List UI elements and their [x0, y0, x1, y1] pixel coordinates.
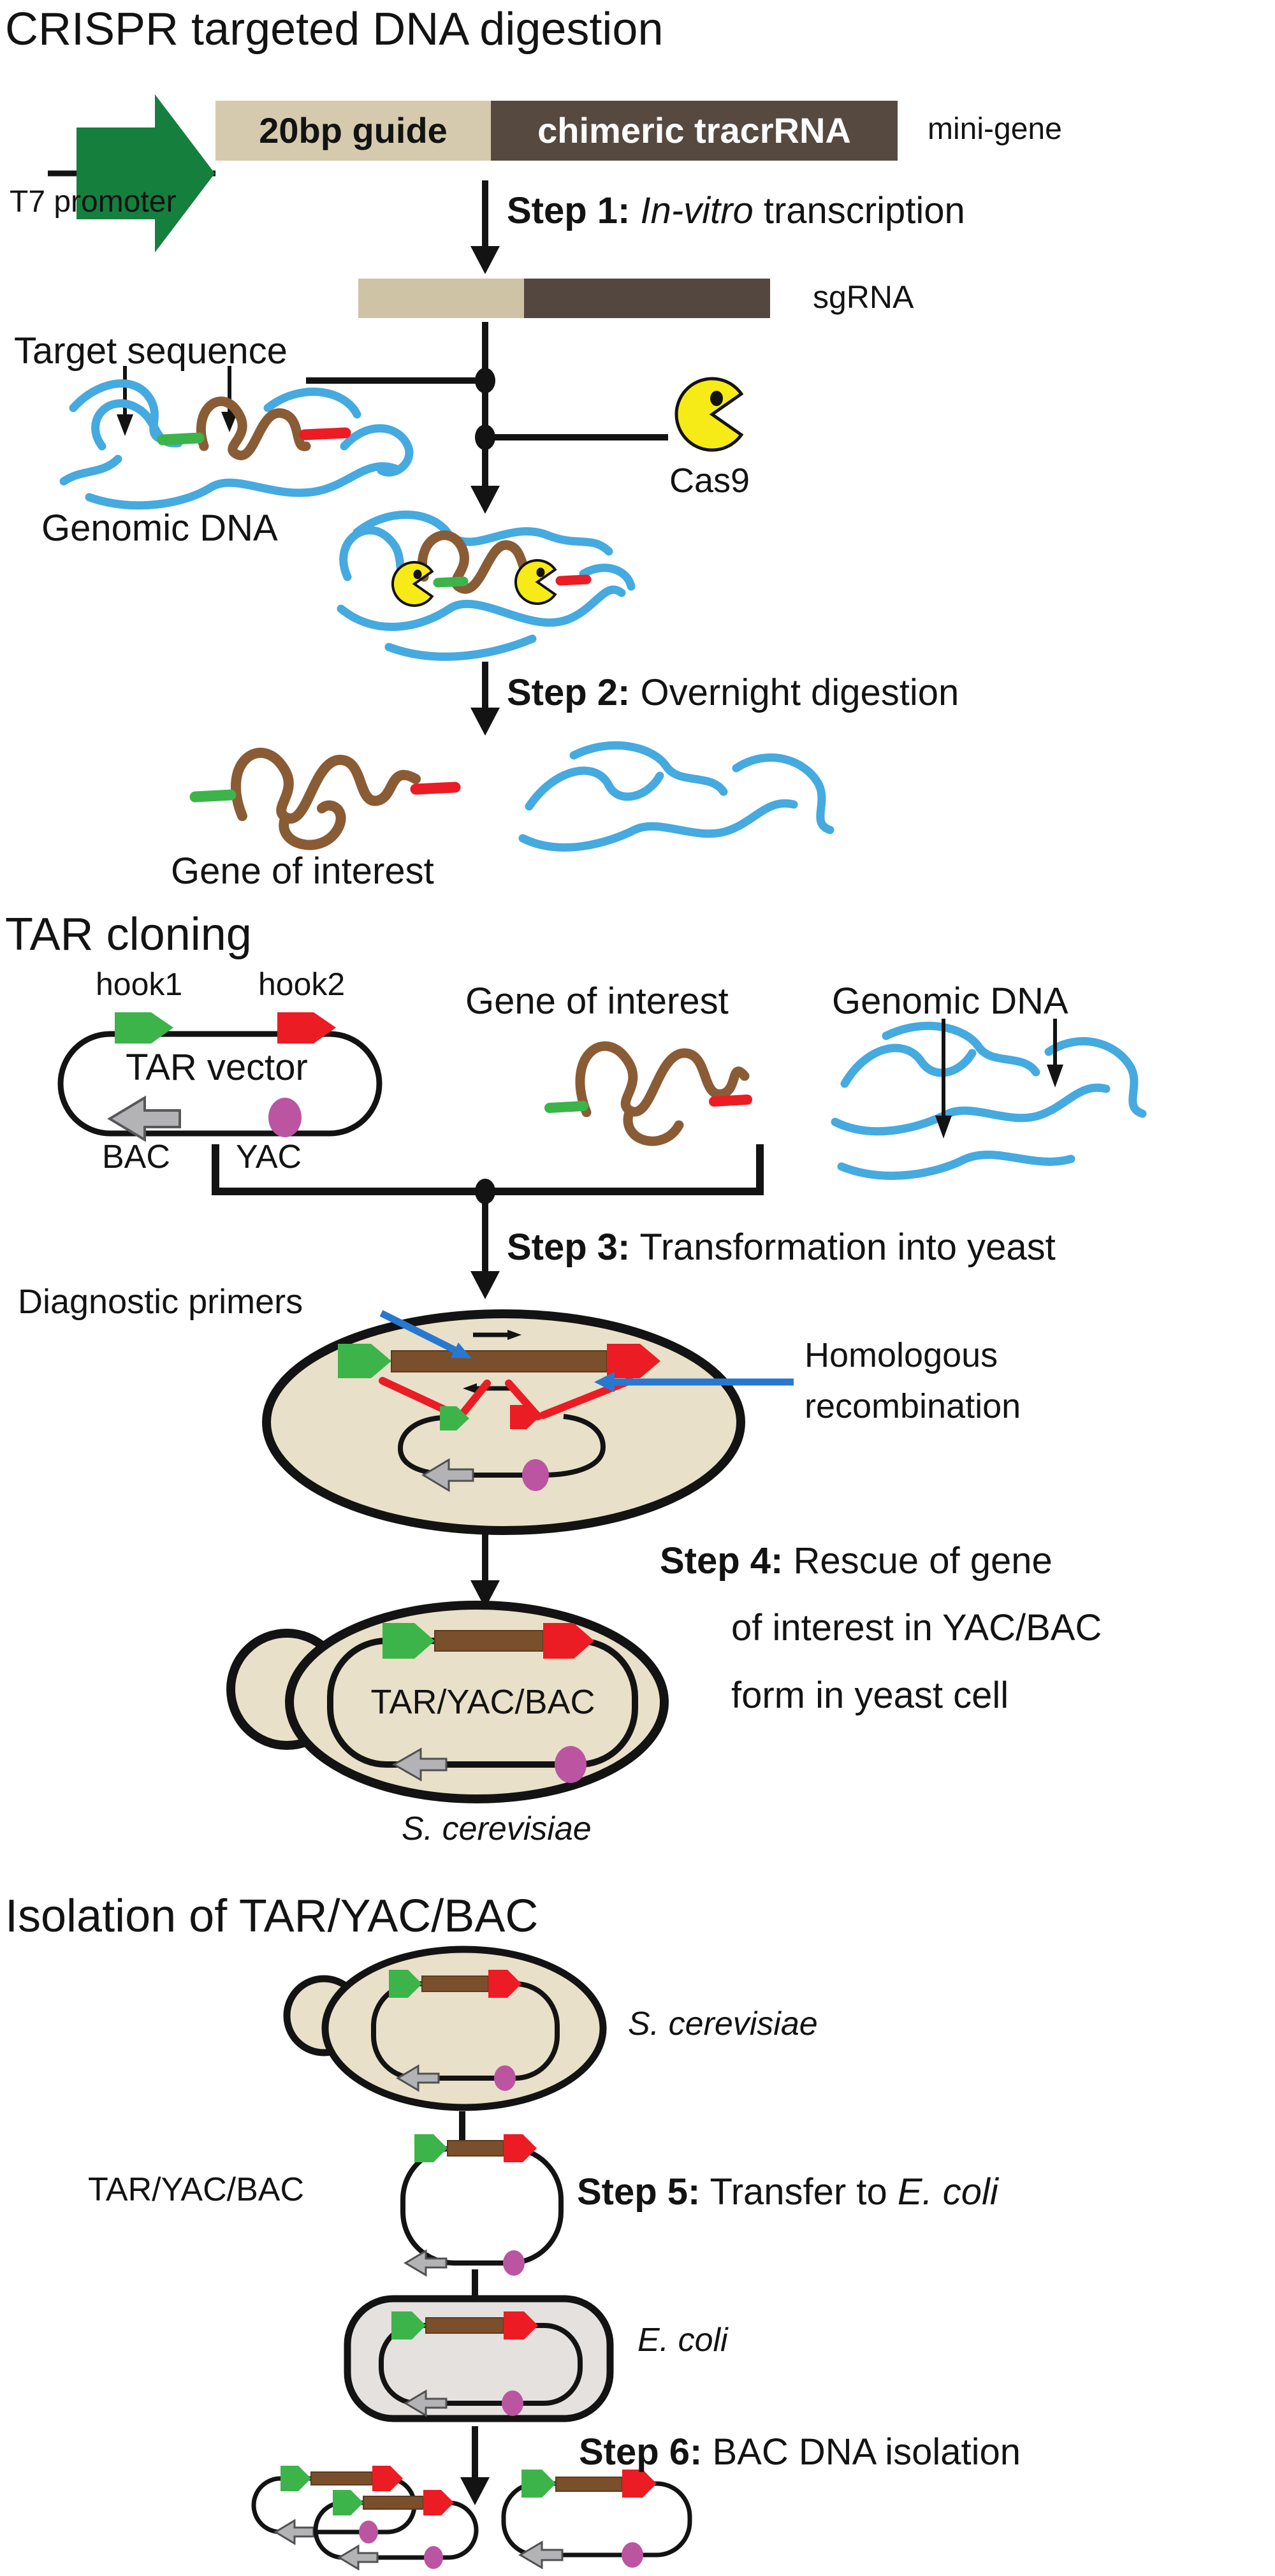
- tar-genomic-dna-icon: [831, 1021, 1147, 1180]
- section3-title: Isolation of TAR/YAC/BAC: [5, 1891, 539, 1942]
- gene-of-interest-icon: [189, 747, 461, 850]
- genomic-input-arrows-icon: [935, 1019, 1063, 1139]
- step4-rest1: Rescue of gene: [783, 1540, 1053, 1582]
- target-site-green: [157, 432, 205, 446]
- tar-gene-of-interest-label: Gene of interest: [465, 980, 729, 1022]
- bac-arrow-icon: [391, 1747, 448, 1782]
- yeast-cell-transformation-icon: [262, 1309, 745, 1535]
- hook2-icon: [277, 1012, 336, 1044]
- step2-arrow-icon: [470, 662, 500, 736]
- step3-junction: [212, 1144, 764, 1299]
- step5-label: Step 5: Transfer to E. coli: [577, 2172, 998, 2211]
- tar-genomic-dna-label: Genomic DNA: [832, 980, 1068, 1022]
- step2-rest: Overnight digestion: [630, 672, 959, 713]
- bac-arrow-icon: [421, 1458, 474, 1492]
- taryacbac-plasmid-label: TAR/YAC/BAC: [88, 2171, 305, 2208]
- step2-bold: Step 2:: [507, 672, 630, 713]
- guide-box: [215, 101, 491, 161]
- step4-arrow-icon: [470, 1534, 500, 1608]
- s-cerevisiae-label: S. cerevisiae: [402, 1810, 592, 1847]
- yac-dot-icon: [555, 1746, 586, 1783]
- cas9-icon: [674, 377, 744, 452]
- step6-label: Step 6: BAC DNA isolation: [579, 2433, 1021, 2471]
- yac-label: YAC: [236, 1139, 302, 1175]
- target-sequence-label: Target sequence: [14, 330, 288, 372]
- yeast-cell-small-icon: [283, 1946, 607, 2111]
- step3-rest: Transformation into yeast: [630, 1226, 1056, 1268]
- t7-promoter-label: T7 promoter: [10, 185, 177, 219]
- target-site-red: [299, 427, 351, 440]
- step2-label: Step 2: Overnight digestion: [507, 673, 959, 712]
- tracr-box-label: chimeric tracrRNA: [537, 110, 851, 151]
- step1-bold: Step 1:: [507, 190, 630, 231]
- step1-italic: In-vitro: [630, 190, 754, 231]
- step5-bold: Step 5:: [577, 2171, 701, 2213]
- mini-gene-construct: [48, 94, 898, 252]
- step5-italic: E. coli: [897, 2171, 998, 2213]
- diagnostic-primers-label: Diagnostic primers: [18, 1283, 303, 1321]
- taryacbac-inside-label: TAR/YAC/BAC: [370, 1683, 595, 1721]
- mixing-junction: [306, 322, 668, 514]
- isolated-bac-plasmids-icon: [251, 2466, 692, 2571]
- hook1-icon: [115, 1012, 173, 1044]
- homologous-recombination-pointer-icon: [594, 1372, 794, 1392]
- mini-gene-label: mini-gene: [928, 112, 1062, 146]
- step1-arrow-icon: [470, 180, 500, 274]
- step4-line2: of interest in YAC/BAC: [731, 1607, 1102, 1649]
- step6-arrow-icon: [460, 2426, 490, 2505]
- gene-tangle-icon: [196, 397, 311, 460]
- tar-gene-of-interest-icon: [544, 1041, 752, 1146]
- yac-dot-icon: [522, 1459, 549, 1491]
- homologous-label-line1: Homologous: [805, 1336, 998, 1374]
- step1-label: Step 1: In-vitro transcription: [507, 191, 965, 230]
- step3-bold: Step 3:: [507, 1226, 630, 1268]
- homologous-label-line2: recombination: [805, 1387, 1021, 1425]
- tar-vector-icon: [57, 1012, 382, 1142]
- step6-rest: BAC DNA isolation: [702, 2431, 1021, 2473]
- step4-line1: Step 4: Rescue of gene: [660, 1541, 1102, 1580]
- yac-dot-icon: [268, 1098, 302, 1137]
- section1-title: CRISPR targeted DNA digestion: [5, 4, 664, 55]
- digestion-complex-icon: [337, 511, 636, 661]
- section2-title: TAR cloning: [5, 909, 252, 960]
- tar-vector-label: TAR vector: [126, 1047, 308, 1088]
- digested-genomic-dna-icon: [518, 741, 834, 852]
- s-cerevisiae-small-label: S. cerevisiae: [628, 2005, 818, 2042]
- step5-rest: Transfer to: [700, 2171, 898, 2213]
- t7-promoter-arrow-icon: [76, 94, 215, 252]
- guide-box-label: 20bp guide: [259, 110, 448, 151]
- step1-rest: transcription: [753, 190, 965, 231]
- gene-of-interest-label: Gene of interest: [171, 850, 434, 892]
- bac-label: BAC: [102, 1139, 170, 1175]
- tracr-box: [491, 101, 898, 161]
- cas9-small-icon: [391, 559, 557, 607]
- step6-bold: Step 6:: [579, 2431, 703, 2473]
- genomic-dna-label: Genomic DNA: [41, 507, 278, 549]
- taryacbac-plasmid-icon: [400, 2134, 564, 2277]
- cas9-label: Cas9: [669, 462, 750, 500]
- hook1-label: hook1: [96, 966, 183, 1002]
- diagnostic-primers-pointer-icon: [379, 1310, 472, 1358]
- step3-label: Step 3: Transformation into yeast: [507, 1228, 1056, 1267]
- step4-bold: Step 4:: [660, 1540, 783, 1582]
- step4-line3: form in yeast cell: [731, 1674, 1009, 1716]
- sgrna-bar: [358, 279, 770, 318]
- ecoli-label: E. coli: [638, 2322, 728, 2359]
- ecoli-cell-icon: [344, 2295, 614, 2422]
- sgrna-label: sgRNA: [813, 279, 914, 315]
- yeast-cell-rescued-icon: [226, 1601, 669, 1803]
- genomic-dna-icon: [59, 379, 414, 510]
- bac-arrow-icon: [107, 1095, 181, 1142]
- hook2-label: hook2: [258, 966, 346, 1002]
- step4-label: Step 4: Rescue of gene of interest in YA…: [660, 1541, 1102, 1715]
